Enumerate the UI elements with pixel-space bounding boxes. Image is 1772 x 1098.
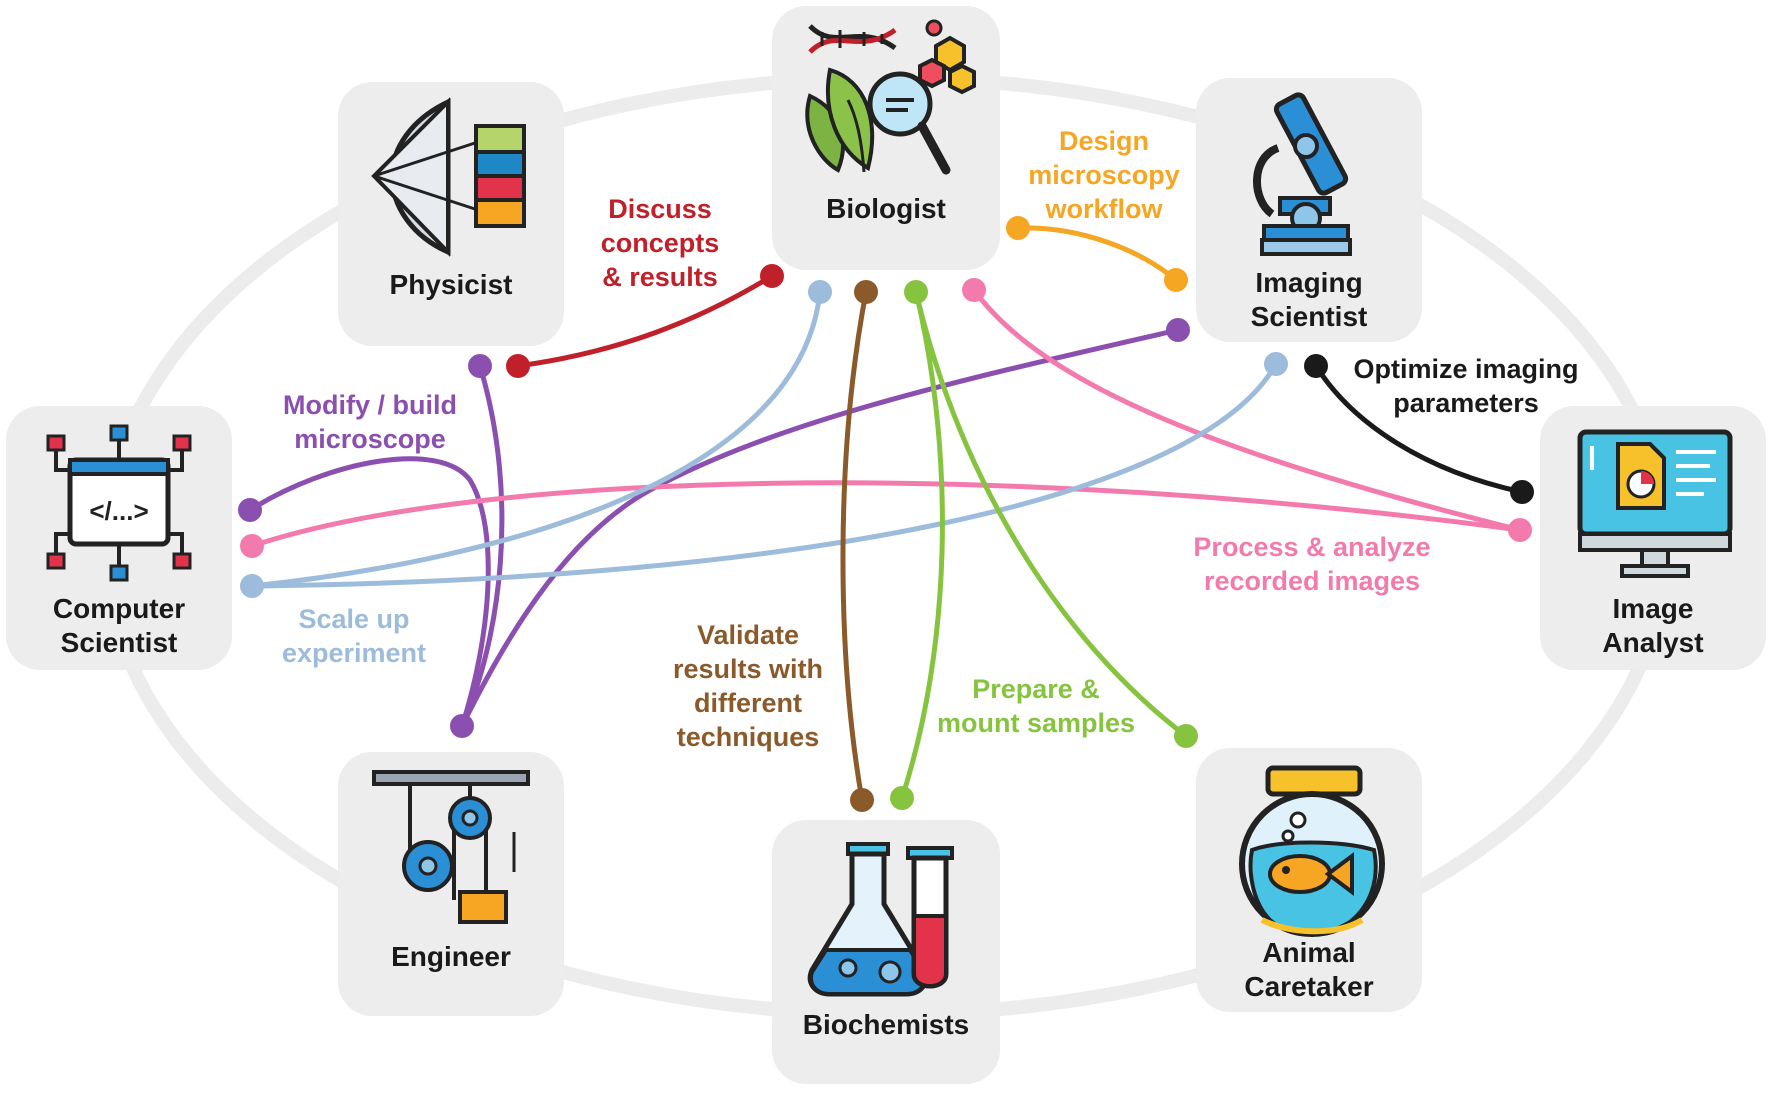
- engineer-label: Engineer: [391, 941, 511, 972]
- animal-caretaker-label-line2: Caretaker: [1244, 971, 1373, 1002]
- image-analyst-label-line2: Analyst: [1602, 627, 1703, 658]
- design-label-line1: Design: [1059, 126, 1149, 156]
- code-chip-icon: </...>: [46, 424, 192, 582]
- physicist-label: Physicist: [390, 269, 513, 300]
- discuss-label-line1: Discuss: [608, 194, 712, 224]
- flask-test-tube-icon: [807, 842, 954, 997]
- discuss-connector: [506, 264, 784, 378]
- discuss-label-line2: concepts: [601, 228, 720, 258]
- discuss-label-line3: & results: [602, 262, 718, 292]
- validate-label-line2: results with: [673, 654, 823, 684]
- design-label-line2: microscopy: [1028, 160, 1180, 190]
- computer-scientist-label-line2: Scientist: [61, 627, 178, 658]
- pulley-icon: [372, 770, 530, 924]
- modify-label-line2: microscope: [294, 424, 446, 454]
- imaging-scientist-label-line2: Scientist: [1251, 301, 1368, 332]
- dna-leaf-magnifier-icon: [805, 19, 976, 175]
- process-label-line2: recorded images: [1204, 566, 1420, 596]
- modify-connector: [238, 318, 1190, 738]
- scale-label-line1: Scale up: [298, 604, 409, 634]
- monitor-chart-icon: [1577, 429, 1733, 578]
- prepare-connector: [890, 280, 1198, 810]
- prepare-label-line2: mount samples: [937, 708, 1135, 738]
- microscope-icon: [1253, 92, 1352, 256]
- physicist-box: [338, 82, 564, 346]
- svg-text:</...>: </...>: [89, 496, 148, 526]
- validate-label-line3: different: [694, 688, 802, 718]
- modify-label-line1: Modify / build: [283, 390, 457, 420]
- lens-prism-icon: [371, 97, 526, 257]
- biochemists-label: Biochemists: [803, 1009, 970, 1040]
- design-connector: [1006, 216, 1188, 292]
- validate-label-line4: techniques: [677, 722, 820, 752]
- image-analyst-label-line1: Image: [1613, 593, 1694, 624]
- imaging-scientist-label-line1: Imaging: [1255, 267, 1362, 298]
- design-label-line3: workflow: [1044, 194, 1163, 224]
- process-label-line1: Process & analyze: [1193, 532, 1430, 562]
- process-connector: [240, 278, 1532, 558]
- optimize-connector: [1304, 354, 1534, 504]
- engineer-box: [338, 752, 564, 1016]
- optimize-label-line1: Optimize imaging: [1353, 354, 1578, 384]
- validate-label-line1: Validate: [697, 620, 799, 650]
- optimize-label-line2: parameters: [1393, 388, 1539, 418]
- computer-scientist-label-line1: Computer: [53, 593, 185, 624]
- animal-caretaker-label-line1: Animal: [1262, 937, 1355, 968]
- validate-connector: [840, 280, 878, 812]
- prepare-label-line1: Prepare &: [972, 674, 1100, 704]
- scale-label-line2: experiment: [282, 638, 426, 668]
- biologist-label: Biologist: [826, 193, 946, 224]
- fishbowl-icon: [1239, 765, 1385, 937]
